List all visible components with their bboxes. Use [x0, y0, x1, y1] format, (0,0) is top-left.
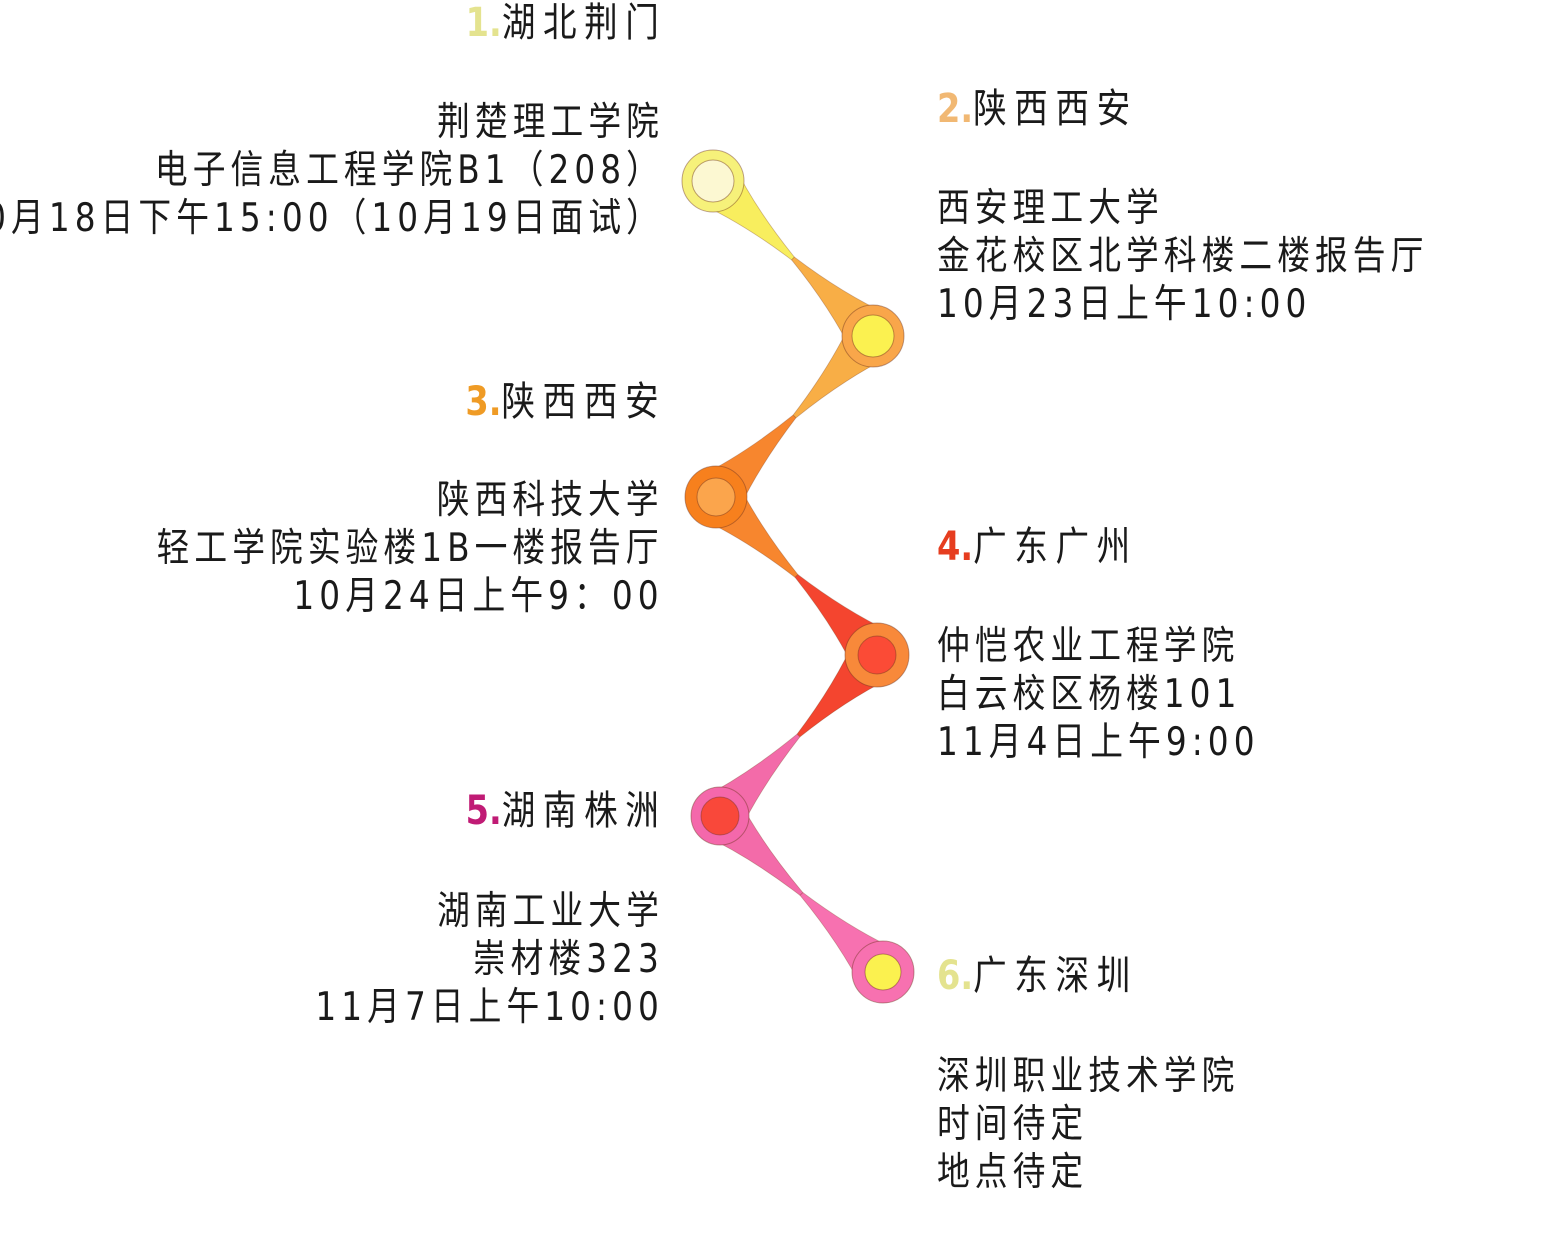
stop-3-details: 陕西科技大学 轻工学院实验楼1B一楼报告厅 10月24日上午9：00: [157, 477, 664, 621]
stop-6: 6.广东深圳 深圳职业技术学院 时间待定 地点待定: [937, 953, 1239, 1197]
stop-5-number: 5.: [465, 788, 502, 834]
stop-5-venue: 湖南工业大学: [437, 889, 665, 934]
route-node-2-inner: [851, 314, 895, 358]
route-node-5-inner: [700, 796, 740, 836]
stop-2-region: 陕西西安: [973, 86, 1138, 132]
stop-6-details: 深圳职业技术学院 时间待定 地点待定: [937, 1053, 1239, 1197]
stop-4-time: 11月4日上午9:00: [937, 720, 1260, 765]
stop-3-heading: 3.陕西西安: [157, 379, 667, 425]
stop-2-time: 10月23日上午10:00: [937, 282, 1312, 327]
route-node-3-inner: [696, 477, 736, 517]
stop-1: 1.湖北荆门 荆楚理工学院 电子信息工程学院B1（208） 10月18日下午15…: [0, 0, 659, 243]
stop-6-venue: 深圳职业技术学院: [937, 1054, 1240, 1099]
stop-6-heading: 6.广东深圳: [937, 953, 1239, 999]
stop-1-time: 10月18日下午15:00（10月19日面试）: [0, 196, 665, 241]
stop-3-venue: 陕西科技大学: [437, 478, 665, 523]
stop-5-location: 崇材楼323: [472, 937, 665, 982]
route-node-1-inner: [691, 159, 735, 203]
stop-5-region: 湖南株洲: [501, 788, 667, 834]
stop-4-location: 白云校区杨楼101: [937, 672, 1242, 717]
stop-6-region: 广东深圳: [973, 953, 1138, 999]
stop-2-details: 西安理工大学 金花校区北学科楼二楼报告厅 10月23日上午10:00: [937, 185, 1428, 329]
stop-1-heading: 1.湖北荆门: [0, 0, 667, 46]
stop-1-location: 电子信息工程学院B1（208）: [154, 148, 665, 193]
stop-1-number: 1.: [465, 0, 502, 46]
stop-2-location: 金花校区北学科楼二楼报告厅: [937, 234, 1429, 279]
stop-4: 4.广东广州 仲恺农业工程学院 白云校区杨楼101 11月4日上午9:00: [937, 524, 1260, 767]
stop-1-details: 荆楚理工学院 电子信息工程学院B1（208） 10月18日下午15:00（10月…: [0, 99, 664, 243]
stop-1-region: 湖北荆门: [501, 0, 667, 46]
stop-5: 5.湖南株洲 湖南工业大学 崇材楼323 11月7日上午10:00: [316, 788, 659, 1032]
stop-3-time: 10月24日上午9：00: [293, 574, 665, 619]
stop-5-time: 11月7日上午10:00: [315, 985, 665, 1030]
stop-5-heading: 5.湖南株洲: [316, 788, 667, 834]
stop-4-heading: 4.广东广州: [937, 524, 1260, 570]
stop-3-number: 3.: [465, 379, 502, 425]
stop-6-location: 时间待定: [937, 1102, 1089, 1147]
stop-2-number: 2.: [937, 86, 974, 132]
stop-4-region: 广东广州: [973, 524, 1138, 570]
route-node-6-inner: [864, 953, 902, 991]
stop-2: 2.陕西西安 西安理工大学 金花校区北学科楼二楼报告厅 10月23日上午10:0…: [937, 86, 1428, 329]
stop-1-venue: 荆楚理工学院: [437, 100, 665, 145]
stop-5-details: 湖南工业大学 崇材楼323 11月7日上午10:00: [316, 888, 664, 1032]
stop-3-region: 陕西西安: [501, 379, 667, 425]
route-links: [693, 160, 903, 993]
stop-6-time: 地点待定: [937, 1150, 1089, 1195]
stop-4-number: 4.: [937, 524, 974, 570]
stop-3-location: 轻工学院实验楼1B一楼报告厅: [157, 526, 665, 571]
stop-4-details: 仲恺农业工程学院 白云校区杨楼101 11月4日上午9:00: [937, 623, 1260, 767]
stop-3: 3.陕西西安 陕西科技大学 轻工学院实验楼1B一楼报告厅 10月24日上午9：0…: [157, 379, 659, 621]
stop-6-number: 6.: [937, 953, 974, 999]
stop-2-heading: 2.陕西西安: [937, 86, 1428, 132]
route-node-4-inner: [857, 635, 897, 675]
route-nodes: [681, 149, 915, 1004]
stop-2-venue: 西安理工大学: [937, 186, 1164, 231]
stop-4-venue: 仲恺农业工程学院: [937, 624, 1240, 669]
